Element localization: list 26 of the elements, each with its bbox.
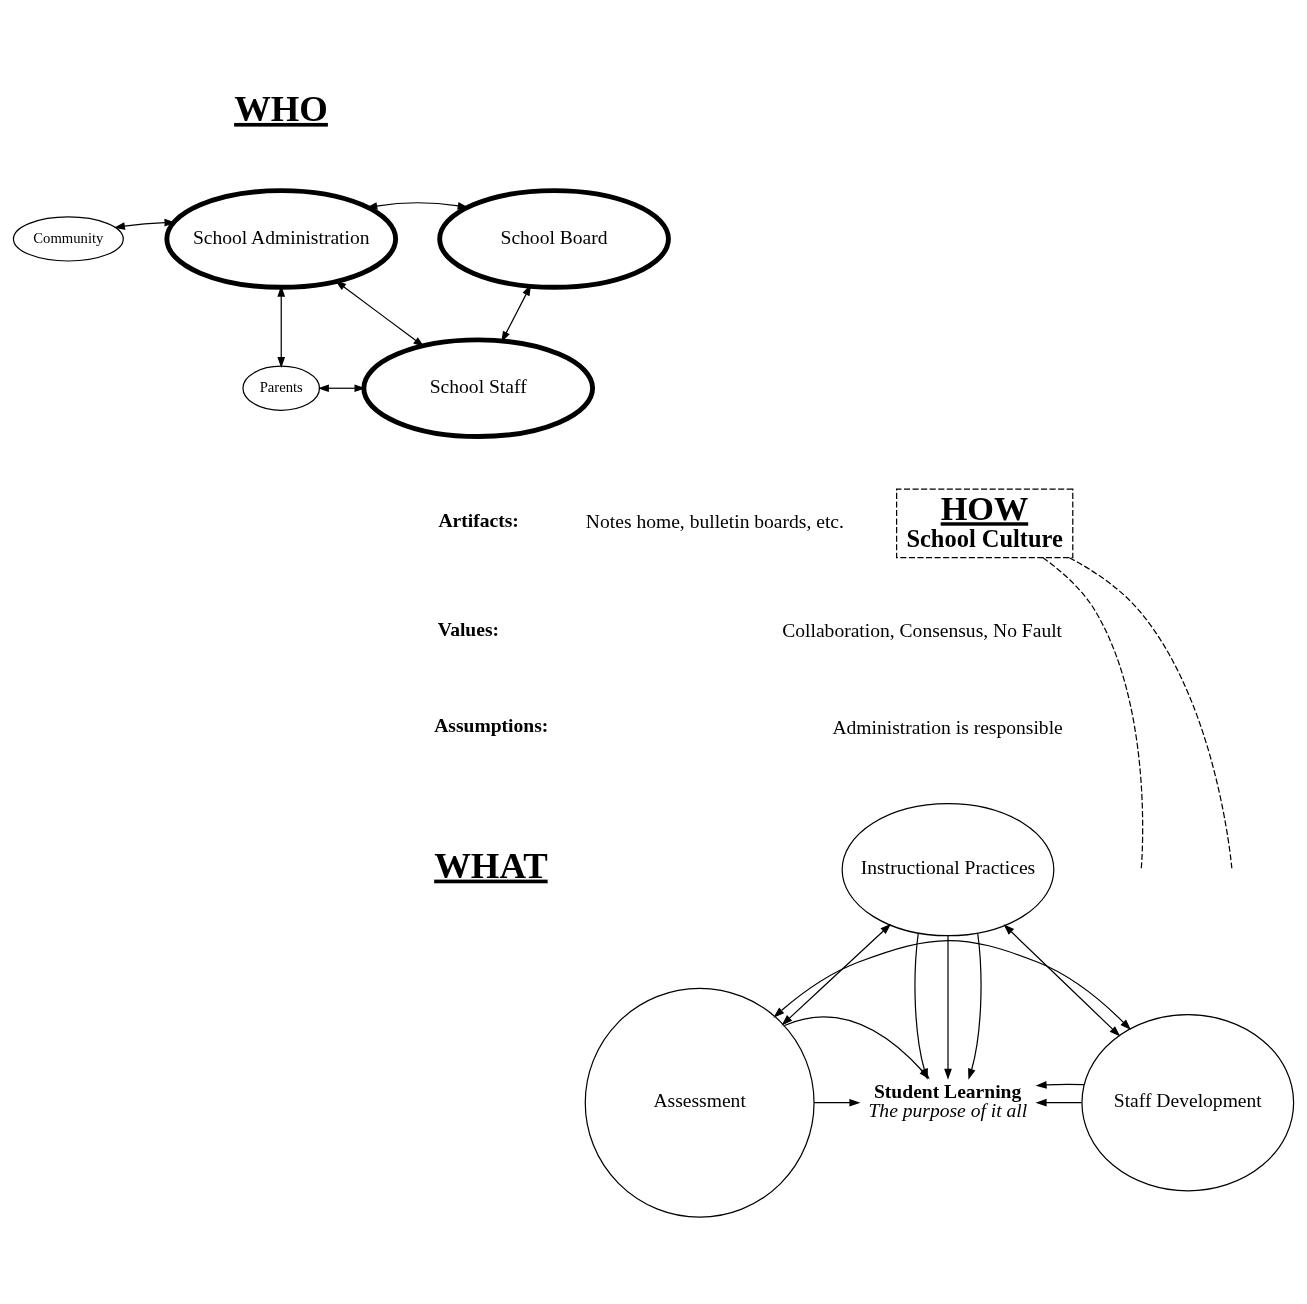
label: Notes home, bulletin boards, etc. xyxy=(585,510,844,532)
arrow xyxy=(773,939,1131,1030)
node-text: Student Learning The purpose of it all xyxy=(868,1080,1028,1121)
connector xyxy=(1068,556,1233,869)
arrow xyxy=(335,279,425,347)
node-ellipse: Staff Development xyxy=(1081,1013,1295,1191)
node-ellipse: School Board xyxy=(437,187,671,290)
arrow xyxy=(1003,923,1121,1037)
label: Administration is responsible xyxy=(832,716,1063,738)
node-circle: Assessment xyxy=(584,987,815,1218)
label: Artifacts: xyxy=(438,509,519,531)
node-box: HOW School Culture xyxy=(896,488,1074,558)
label: WHO xyxy=(234,87,328,129)
node-ellipse: Parents xyxy=(242,365,321,411)
arrow xyxy=(366,201,469,210)
arrow xyxy=(813,1098,861,1107)
arrow xyxy=(1035,1080,1085,1089)
label: WHAT xyxy=(434,844,548,886)
label: Collaboration, Consensus, No Fault xyxy=(782,619,1063,641)
connector xyxy=(1042,556,1144,869)
label: Values: xyxy=(437,618,500,640)
arrow xyxy=(781,923,892,1025)
label: Assumptions: xyxy=(434,714,549,736)
arrow xyxy=(944,934,952,1080)
arrow xyxy=(968,932,982,1080)
arrow xyxy=(1035,1098,1083,1107)
